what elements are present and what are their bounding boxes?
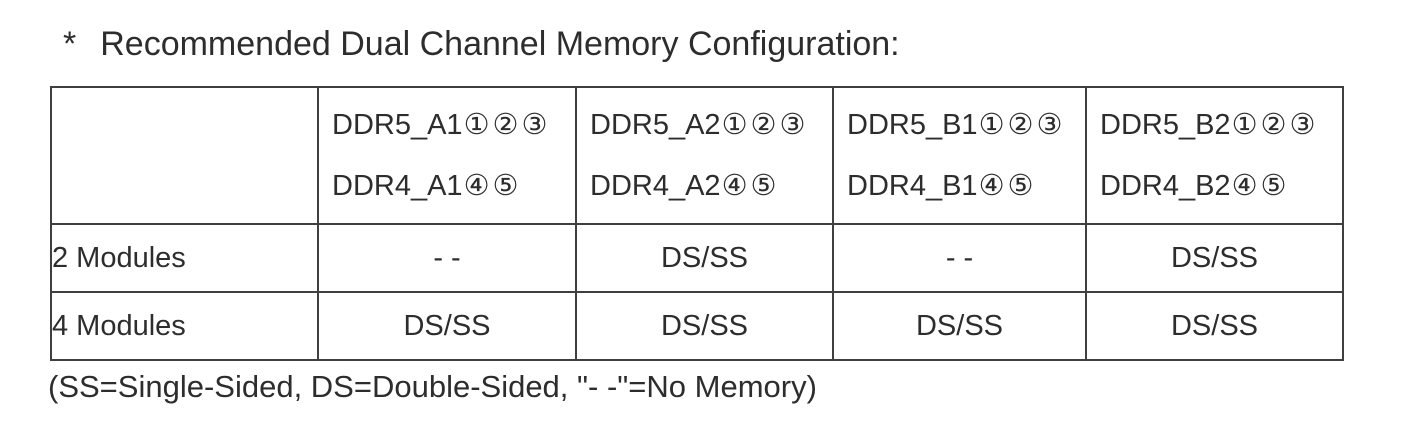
slot-ddr4-b1: DDR4_B1④⑤ <box>847 169 1085 203</box>
slot-name: DDR4_B1 <box>847 170 978 202</box>
cell-4modules-a2: DS/SS <box>575 291 834 361</box>
header-cell-a2: DDR5_A2①②③ DDR4_A2④⑤ <box>575 86 834 225</box>
header-cell-b1: DDR5_B1①②③ DDR4_B1④⑤ <box>832 86 1087 225</box>
cell-2modules-a2: DS/SS <box>575 223 834 293</box>
footnote-marks: ①②③ <box>463 109 551 141</box>
slot-ddr5-a2: DDR5_A2①②③ <box>590 108 832 142</box>
slot-name: DDR5_A2 <box>590 109 721 141</box>
legend-footnote: (SS=Single-Sided, DS=Double-Sided, "- -"… <box>48 369 817 404</box>
slot-name: DDR4_A2 <box>590 170 721 202</box>
slot-ddr5-b2: DDR5_B2①②③ <box>1100 108 1342 142</box>
header-cell-b2: DDR5_B2①②③ DDR4_B2④⑤ <box>1085 86 1344 225</box>
section-title-text: Recommended Dual Channel Memory Configur… <box>100 25 900 63</box>
row-label-4-modules: 4 Modules <box>50 291 319 361</box>
cell-4modules-a1: DS/SS <box>317 291 577 361</box>
header-row: DDR5_A1①②③ DDR4_A1④⑤ DDR5_A2①②③ DDR4_A2④… <box>50 86 1344 225</box>
cell-2modules-b2: DS/SS <box>1085 223 1344 293</box>
section-title: * Recommended Dual Channel Memory Configu… <box>63 24 900 64</box>
slot-name: DDR5_B2 <box>1100 109 1231 141</box>
slot-name: DDR4_B2 <box>1100 170 1231 202</box>
slot-name: DDR4_A1 <box>332 170 463 202</box>
cell-2modules-b1: - - <box>832 223 1087 293</box>
footnote-marks: ①②③ <box>1231 109 1319 141</box>
slot-ddr5-a1: DDR5_A1①②③ <box>332 108 575 142</box>
corner-cell <box>50 86 319 225</box>
slot-ddr4-a2: DDR4_A2④⑤ <box>590 169 832 203</box>
slot-ddr4-b2: DDR4_B2④⑤ <box>1100 169 1342 203</box>
cell-4modules-b1: DS/SS <box>832 291 1087 361</box>
footnote-marks: ①②③ <box>978 109 1066 141</box>
footnote-marks: ④⑤ <box>463 170 522 202</box>
memory-config-table: DDR5_A1①②③ DDR4_A1④⑤ DDR5_A2①②③ DDR4_A2④… <box>50 86 1344 361</box>
slot-name: DDR5_B1 <box>847 109 978 141</box>
footnote-marks: ①②③ <box>721 109 809 141</box>
footnote-marks: ④⑤ <box>978 170 1037 202</box>
cell-2modules-a1: - - <box>317 223 577 293</box>
slot-ddr5-b1: DDR5_B1①②③ <box>847 108 1085 142</box>
asterisk-marker: * <box>63 25 77 63</box>
slot-ddr4-a1: DDR4_A1④⑤ <box>332 169 575 203</box>
header-cell-a1: DDR5_A1①②③ DDR4_A1④⑤ <box>317 86 577 225</box>
row-label-2-modules: 2 Modules <box>50 223 319 293</box>
footnote-marks: ④⑤ <box>1231 170 1290 202</box>
row-2-modules: 2 Modules - - DS/SS - - DS/SS <box>50 223 1344 293</box>
cell-4modules-b2: DS/SS <box>1085 291 1344 361</box>
row-4-modules: 4 Modules DS/SS DS/SS DS/SS DS/SS <box>50 291 1344 361</box>
footnote-marks: ④⑤ <box>721 170 780 202</box>
slot-name: DDR5_A1 <box>332 109 463 141</box>
